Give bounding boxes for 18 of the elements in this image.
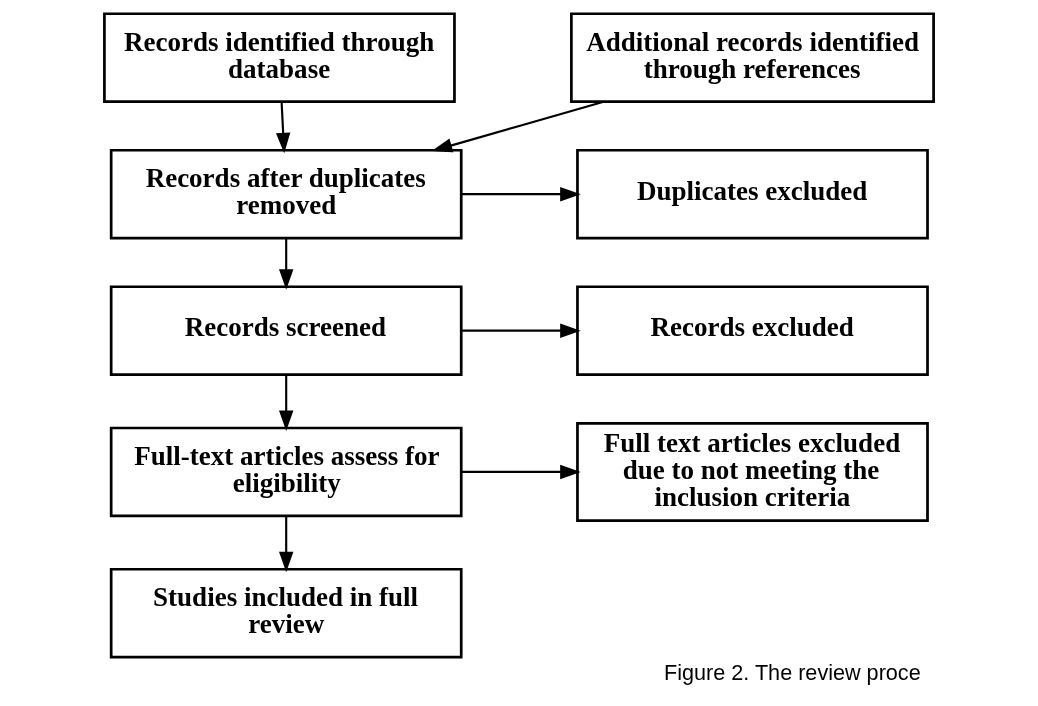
arrow (461, 323, 581, 338)
arrow (461, 464, 581, 480)
arrow (279, 374, 294, 432)
arrow (431, 100, 604, 153)
node-box: Studies included in full review (109, 567, 463, 659)
node-box: Records screened (109, 285, 463, 376)
node-box: Records identified through database (103, 12, 456, 103)
arrow (279, 238, 294, 290)
arrow (461, 187, 581, 202)
node-box: Records after duplicates removed (109, 148, 463, 240)
arrow (279, 516, 294, 573)
node-box: Additional records identified through references (570, 12, 935, 103)
node-box: Records excluded (576, 285, 929, 376)
arrow (275, 101, 291, 154)
node-box: Duplicates excluded (576, 148, 929, 240)
caption: Figure 2. The review proce (664, 659, 921, 685)
node-box: Full-text articles assess for eligibility (109, 426, 463, 518)
node-box: Full text articles excluded due to not meeting the inclusion criteria (576, 421, 929, 522)
